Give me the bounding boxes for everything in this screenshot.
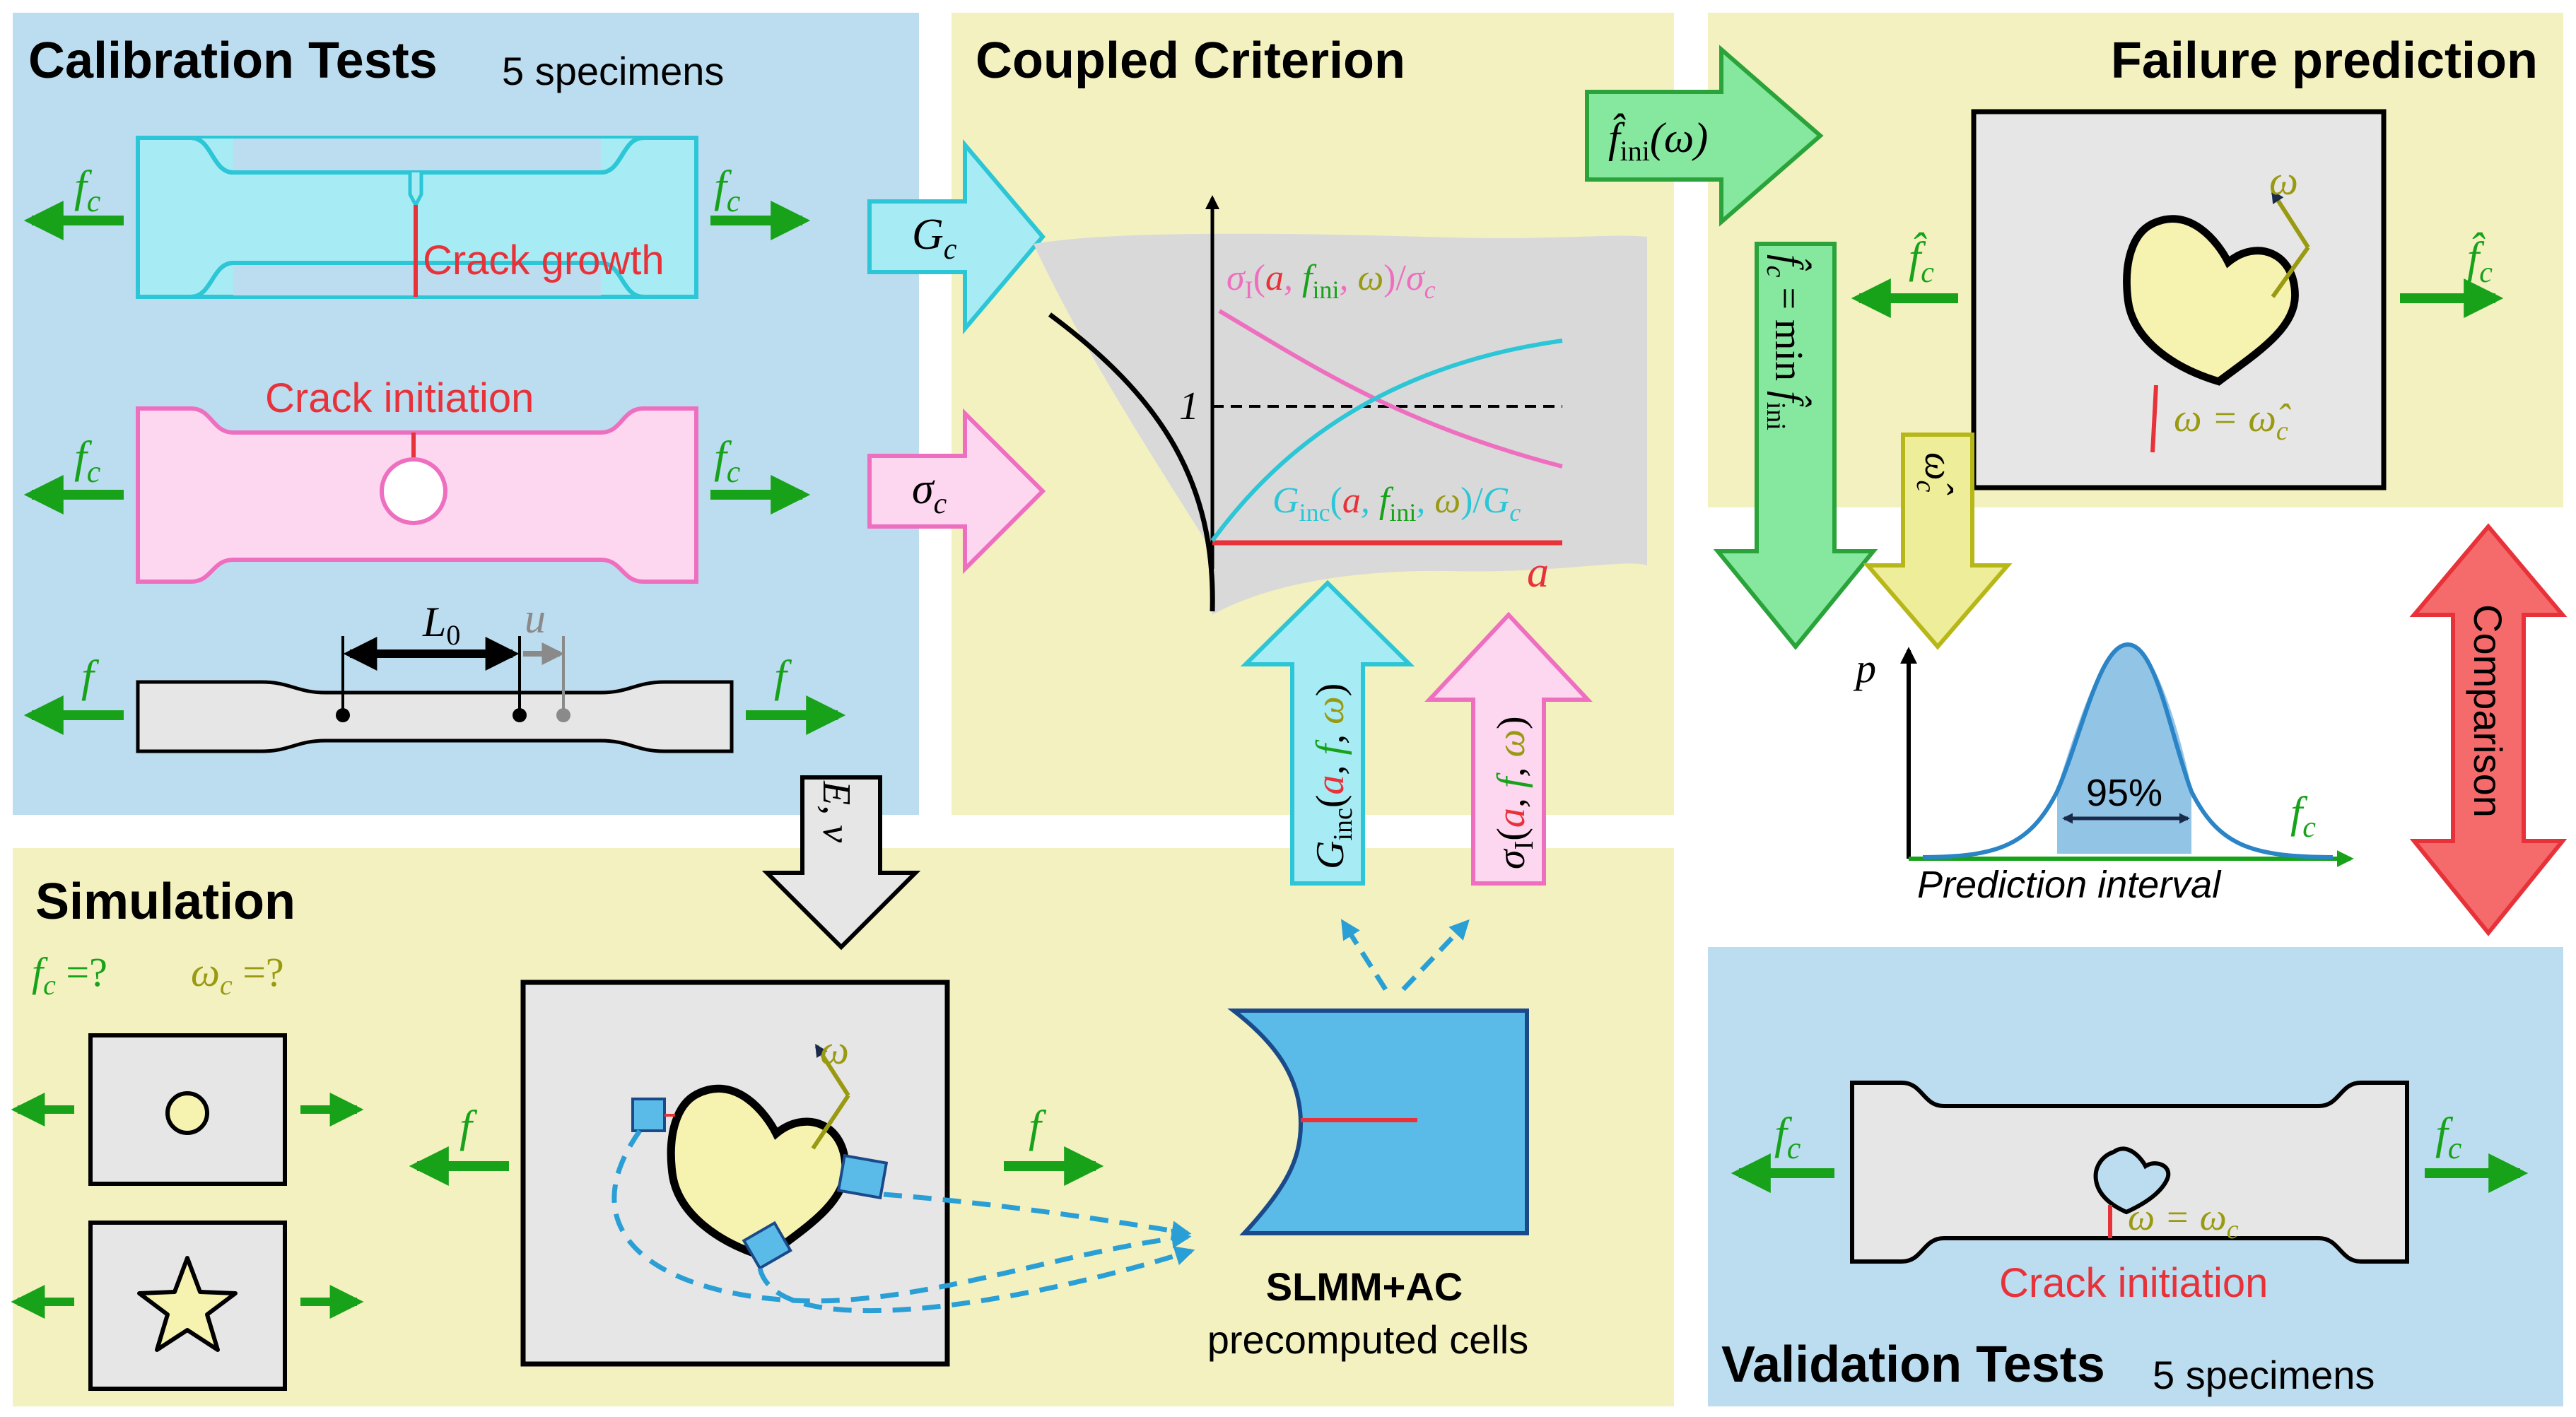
G-curve-label: Ginc(a, fini, ω)/Gc bbox=[1272, 481, 1521, 527]
sigma-curve bbox=[1218, 309, 1563, 469]
validation-fc-left: fc bbox=[1774, 1108, 1801, 1165]
u-label: u bbox=[525, 595, 546, 642]
Gc-arrow bbox=[867, 139, 1046, 335]
precomputed-label: precomputed cells bbox=[1207, 1317, 1528, 1362]
fc-question: fc =? bbox=[32, 949, 107, 1001]
comparison-label: Comparison bbox=[2466, 604, 2510, 818]
failure-omega-eq: ω = ω̂c bbox=[2174, 396, 2291, 446]
circle-hole bbox=[165, 1091, 209, 1135]
validation-crack-label: Crack initiation bbox=[1999, 1260, 2268, 1306]
one-label: 1 bbox=[1179, 384, 1199, 428]
pink-hole bbox=[380, 457, 447, 525]
fc-label-right-1: fc bbox=[714, 161, 741, 218]
dist-caption: Prediction interval bbox=[1917, 864, 2222, 906]
calibration-title: Calibration Tests bbox=[28, 33, 438, 89]
crack-initiation-label: Crack initiation bbox=[265, 375, 534, 421]
limit-curve bbox=[1048, 312, 1215, 612]
sigma-curve-label: σI(a, fini, ω)/σc bbox=[1226, 258, 1436, 304]
min-down-arrow bbox=[1713, 242, 1878, 650]
gray-specimen bbox=[136, 680, 734, 753]
validation-hole bbox=[2093, 1146, 2171, 1215]
L0-label: L0 bbox=[422, 599, 460, 651]
G-inc-up-label: Ginc(a, f, ω) bbox=[1309, 683, 1358, 869]
dist-p-label: p bbox=[1853, 645, 1876, 691]
sigma-I-up-arrow bbox=[1424, 611, 1593, 886]
failure-plate bbox=[1971, 109, 2387, 490]
criterion-background bbox=[1034, 233, 1647, 615]
validation-omega-eq: ω = ωc bbox=[2128, 1196, 2239, 1245]
Gc-arrow-label: Gc bbox=[912, 211, 957, 266]
dist-x-label: fc bbox=[2290, 789, 2316, 844]
dist-interval-fill bbox=[2057, 643, 2191, 854]
failure-crack bbox=[2150, 384, 2158, 453]
coupled-title: Coupled Criterion bbox=[976, 33, 1405, 89]
simulation-title: Simulation bbox=[35, 874, 295, 930]
f-ini-arrow-label: f̂ini(ω) bbox=[1608, 114, 1708, 167]
omega-hat-down-arrow bbox=[1863, 433, 2013, 650]
dist-percent: 95% bbox=[2086, 772, 2162, 814]
calibration-subtitle: 5 specimens bbox=[502, 49, 724, 93]
crack-growth-label: Crack growth bbox=[423, 237, 665, 283]
G-curve bbox=[1210, 339, 1563, 542]
wc-question: ωc =? bbox=[191, 949, 284, 1001]
cell-1 bbox=[631, 1098, 666, 1132]
cyan-notch bbox=[408, 172, 423, 209]
cell-3 bbox=[742, 1221, 792, 1271]
a-axis-label: a bbox=[1527, 548, 1549, 596]
omega-hat-label: ω̂c bbox=[1911, 452, 1960, 495]
fc-label-left-2: fc bbox=[74, 432, 101, 489]
star-hole bbox=[137, 1256, 238, 1352]
sigma-c-arrow-label: σc bbox=[912, 465, 947, 520]
comparison-arrow bbox=[2409, 523, 2568, 936]
validation-title: Validation Tests bbox=[1721, 1336, 2105, 1393]
failure-omega: ω bbox=[2269, 158, 2298, 204]
simulation-omega: ω bbox=[820, 1027, 849, 1073]
G-inc-up-arrow bbox=[1240, 580, 1415, 886]
E-nu-arrow bbox=[761, 775, 921, 951]
dist-curve bbox=[1922, 642, 2334, 859]
sigma-c-arrow bbox=[867, 408, 1046, 575]
E-nu-label: E, ν bbox=[814, 780, 858, 842]
sigma-I-up-label: σI(a, f, ω) bbox=[1489, 716, 1539, 869]
validation-subtitle: 5 specimens bbox=[2153, 1353, 2375, 1397]
cell-2 bbox=[836, 1153, 889, 1200]
f-ini-arrow bbox=[1585, 45, 1824, 227]
failure-title: Failure prediction bbox=[2111, 33, 2538, 89]
slmm-label: SLMM+AC bbox=[1266, 1264, 1463, 1309]
